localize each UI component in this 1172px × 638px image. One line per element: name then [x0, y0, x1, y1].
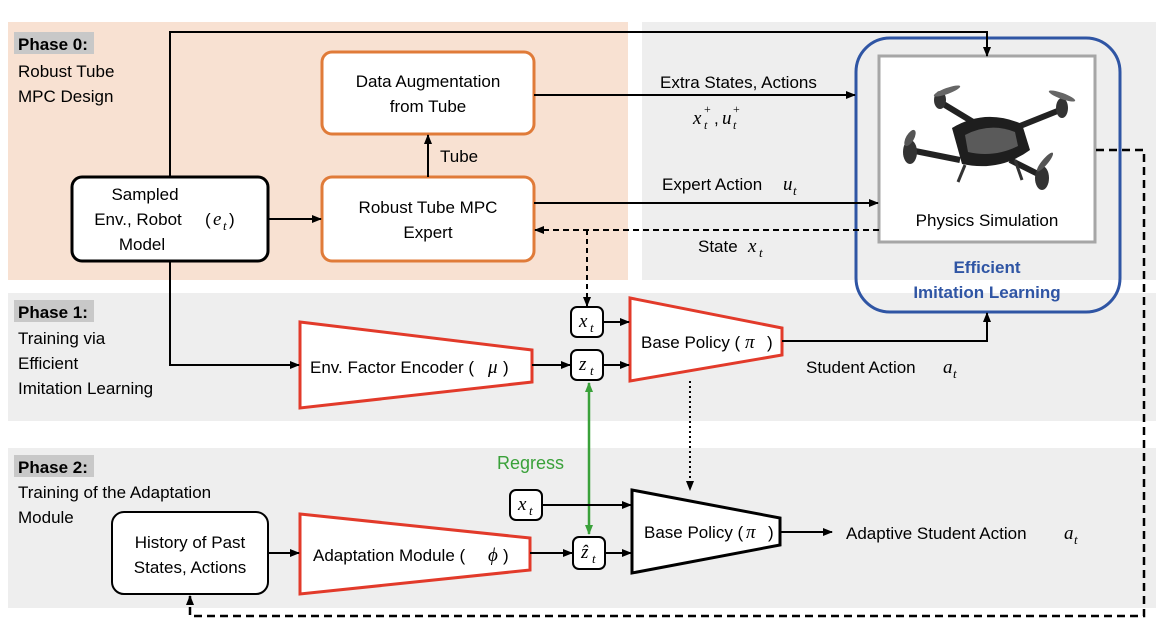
phase1-desc-line1: Training via: [18, 329, 106, 348]
sampled-model-math: e: [213, 209, 221, 230]
history-line1: History of Past: [135, 533, 246, 552]
label-regress: Regress: [497, 453, 564, 473]
efficient-il-line2: Imitation Learning: [913, 283, 1060, 302]
base-policy-1-shape: [628, 296, 784, 383]
x-t-phase2-base: x: [517, 494, 527, 515]
history-box: [111, 511, 269, 595]
env-encoder-shape: [298, 320, 534, 410]
base-policy-1-math: π: [745, 332, 755, 353]
drone-icon: [903, 85, 1076, 190]
sampled-model-math-sub: t: [223, 218, 227, 233]
label-state-sub: t: [759, 245, 763, 260]
label-expert-action: Expert Action: [662, 175, 762, 194]
phase2-label: Phase 2:: [18, 458, 88, 477]
history-line2: States, Actions: [134, 558, 246, 577]
phase1-label: Phase 1:: [18, 303, 88, 322]
robust-mpc-line2: Expert: [403, 223, 452, 242]
sampled-model-math-open: (: [205, 210, 211, 229]
label-extra-comma: ,: [714, 109, 719, 128]
phase1-desc-line2: Efficient: [18, 354, 78, 373]
sampled-model-line3: Model: [119, 235, 165, 254]
data-augmentation-line2: from Tube: [390, 97, 467, 116]
label-extra-u: u: [722, 108, 732, 129]
phase2-desc-line2: Module: [18, 508, 74, 527]
zhat-t-phase2-sub: t: [592, 551, 596, 566]
x-t-phase1-base: x: [578, 311, 588, 332]
phase1-label-bg: [14, 300, 94, 322]
phase2-desc-line1: Training of the Adaptation: [18, 483, 211, 502]
efficient-il-line1: Efficient: [953, 258, 1020, 277]
env-encoder-label: Env. Factor Encoder (: [310, 358, 474, 377]
adaptation-module-close: ): [503, 546, 509, 565]
sampled-model-line1: Sampled: [111, 185, 178, 204]
env-encoder-close: ): [503, 358, 509, 377]
phase0-label: Phase 0:: [18, 35, 88, 54]
label-tube: Tube: [440, 147, 478, 166]
robust-mpc-box: [320, 175, 536, 263]
zhat-t-phase2-base: ẑ: [580, 542, 589, 563]
physics-sim-label: Physics Simulation: [916, 211, 1059, 230]
base-policy-1-close: ): [767, 333, 773, 352]
label-extra-x: x: [692, 108, 702, 129]
label-extra-u-sub: t: [733, 118, 737, 132]
z-t-token-phase1: [570, 349, 604, 381]
label-expert-action-u: u: [783, 174, 793, 195]
label-extra-states: Extra States, Actions: [660, 73, 817, 92]
label-adaptive-action-sub: t: [1074, 532, 1078, 547]
label-extra-u-sup: +: [733, 102, 740, 116]
label-expert-action-sub: t: [793, 183, 797, 198]
data-augmentation-line1: Data Augmentation: [356, 72, 501, 91]
x-t-phase1-sub: t: [590, 320, 594, 335]
z-t-phase1-sub: t: [590, 363, 594, 378]
label-adaptive-action: Adaptive Student Action: [846, 524, 1027, 543]
label-state-x: x: [747, 236, 757, 257]
phase0-desc-line2: MPC Design: [18, 87, 113, 106]
label-extra-x-sup: +: [704, 102, 711, 116]
arrow-model-to-encoder: [169, 261, 300, 369]
arrow-sim-feedback-to-history: [186, 148, 1146, 618]
phase1-desc-line3: Imitation Learning: [18, 379, 153, 398]
sampled-model-line2: Env., Robot: [94, 210, 182, 229]
label-student-action: Student Action: [806, 358, 916, 377]
label-state: State: [698, 237, 738, 256]
robust-mpc-line1: Robust Tube MPC: [359, 198, 498, 217]
adaptation-module-shape: [298, 512, 532, 596]
x-t-phase2-sub: t: [529, 503, 533, 518]
phase2-label-bg: [14, 455, 94, 477]
phase0-desc-line1: Robust Tube: [18, 62, 114, 81]
base-policy-2-label: Base Policy (: [644, 523, 744, 542]
base-policy-2-math: π: [746, 522, 756, 543]
arrow-policy1-to-sim: [782, 312, 991, 342]
adaptation-module-label: Adaptation Module (: [313, 546, 465, 565]
base-policy-2-shape: [630, 488, 782, 575]
sampled-model-math-close: ): [229, 210, 235, 229]
label-adaptive-action-a: a: [1064, 523, 1074, 544]
base-policy-2-close: ): [768, 523, 774, 542]
adaptation-module-math: ϕ: [488, 545, 498, 566]
data-augmentation-box: [320, 50, 536, 136]
base-policy-1-label: Base Policy (: [641, 333, 741, 352]
z-t-phase1-base: z: [578, 354, 587, 375]
label-student-action-sub: t: [953, 366, 957, 381]
phase0-label-bg: [14, 32, 94, 54]
arrow-model-to-sim-top: [169, 31, 991, 177]
zhat-t-token-phase2: [572, 536, 606, 570]
label-extra-x-sub: t: [704, 118, 708, 132]
label-student-action-a: a: [943, 357, 953, 378]
env-encoder-math: μ: [487, 357, 498, 378]
